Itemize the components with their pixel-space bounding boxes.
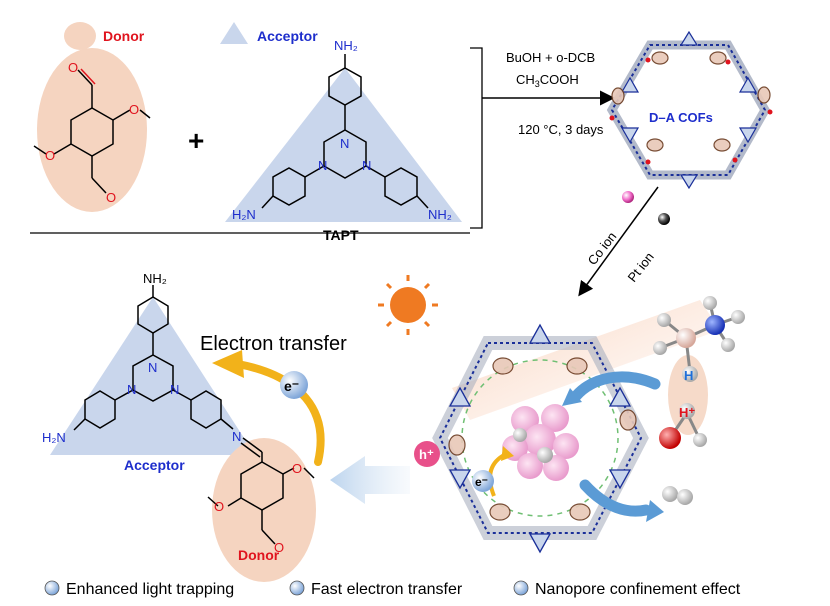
bottom-legend: Enhanced light trapping Fast electron tr… (44, 580, 741, 598)
top-legend: Donor Acceptor (64, 22, 318, 50)
legend-light-trapping: Enhanced light trapping (66, 581, 234, 598)
donor-o-aldehyde-top: O (68, 60, 78, 75)
tapt-triazine-ring (323, 129, 367, 179)
acceptor-legend-swatch (220, 22, 248, 44)
condition-acid: CH3COOH (516, 72, 579, 89)
da-donor-label: Donor (238, 547, 280, 563)
tapt-nh2-right: NH₂ (428, 207, 452, 222)
donor-monomer (33, 48, 151, 212)
light-beam (452, 300, 720, 420)
nitrogen-atom (705, 315, 725, 335)
h2-atom-2 (677, 489, 693, 505)
cof-framework: D–A COFs (606, 30, 773, 190)
donor-atom-labels: O O O O (45, 60, 139, 205)
tapt-triazine-n3: N (362, 158, 371, 173)
electron-badge-label: e⁻ (284, 378, 299, 394)
plus-sign: + (188, 125, 204, 156)
tapt-h2n-left: H₂N (232, 207, 256, 222)
da-unit: NH₂ H₂N N N N N O O O Acceptor Donor (42, 271, 316, 582)
hydride-label: H (684, 368, 693, 383)
da-acceptor-label: Acceptor (124, 457, 185, 473)
electron-transfer-arrow (234, 360, 325, 466)
da-donor-halo (212, 438, 316, 582)
cof-label: D–A COFs (649, 110, 713, 125)
pt-ion-ball (658, 213, 670, 225)
bullet-nanopore (513, 580, 529, 596)
cof-donor-units (611, 51, 771, 152)
da-o-aldehyde: O (274, 540, 284, 555)
da-h2n-left: H₂N (42, 430, 66, 445)
co-ion-label: Co ion (585, 229, 620, 268)
sun-icon (378, 275, 438, 335)
donor-legend-label: Donor (103, 28, 145, 44)
da-triazine-n3: N (170, 382, 179, 397)
da-nh2-top: NH₂ (143, 271, 167, 286)
legend-electron-transfer: Fast electron transfer (311, 581, 463, 598)
da-triazine-n1: N (148, 360, 157, 375)
legend-nanopore: Nanopore confinement effect (535, 581, 741, 598)
electron-badge-pore (472, 470, 494, 492)
tapt-label: TAPT (323, 227, 359, 243)
bullet-electron-transfer (289, 580, 305, 596)
donor-o-methoxy-left: O (45, 148, 55, 163)
photocatalyst-triazine-nodes (448, 323, 632, 554)
photocatalyst-donor-units (448, 357, 637, 521)
reactant-bracket (470, 47, 483, 229)
electron-label-pore: e⁻ (475, 475, 488, 489)
charge-transfer-arrow (488, 452, 507, 497)
energy-flow-arrow (330, 456, 410, 504)
oxygen-atom (659, 427, 681, 449)
donor-monomer-halo (37, 48, 147, 212)
tapt-triazine-n2: N (318, 158, 327, 173)
da-imine-n: N (232, 429, 241, 444)
metal-cluster (502, 404, 579, 481)
reaction-conditions: BuOH + o-DCB CH3COOH 120 °C, 3 days (506, 50, 604, 137)
photocatalyst-cof (432, 323, 664, 554)
hole-badge (414, 441, 440, 467)
condition-temperature: 120 °C, 3 days (518, 122, 604, 137)
condition-solvent: BuOH + o-DCB (506, 50, 595, 65)
boron-atom (676, 328, 696, 348)
electron-badge (280, 371, 308, 399)
bullet-light-trapping (44, 580, 60, 596)
donor-o-aldehyde-bottom: O (106, 190, 116, 205)
proton-label: H⁺ (679, 405, 695, 420)
da-triazine-ring (132, 354, 174, 402)
co-ion-ball (622, 191, 634, 203)
metal-loading-arrow (578, 186, 659, 297)
tapt-triazine-n1: N (340, 136, 349, 151)
cof-triazine-nodes (620, 30, 758, 190)
da-triazine-n2: N (127, 382, 136, 397)
hole-label: h⁺ (419, 447, 434, 462)
h2-atom-1 (662, 486, 678, 502)
hydrogen-uptake-arrow (570, 371, 661, 402)
electron-transfer-label: Electron transfer (200, 333, 347, 355)
sacrificial-molecule: H H⁺ (653, 296, 745, 449)
da-o-methoxy-right: O (292, 461, 302, 476)
donor-o-methoxy-right: O (129, 102, 139, 117)
tapt-monomer: NH₂ H₂N NH₂ N N N TAPT (225, 38, 462, 243)
da-acceptor-triangle (50, 297, 255, 455)
tapt-acceptor-triangle (225, 68, 462, 222)
pt-ion-label: Pt ion (625, 249, 657, 284)
donor-legend-swatch (64, 22, 96, 50)
da-o-methoxy-left: O (214, 499, 224, 514)
tapt-nh2-top: NH₂ (334, 38, 358, 53)
hydrogen-release-arrow (579, 479, 652, 517)
acceptor-legend-label: Acceptor (257, 28, 318, 44)
